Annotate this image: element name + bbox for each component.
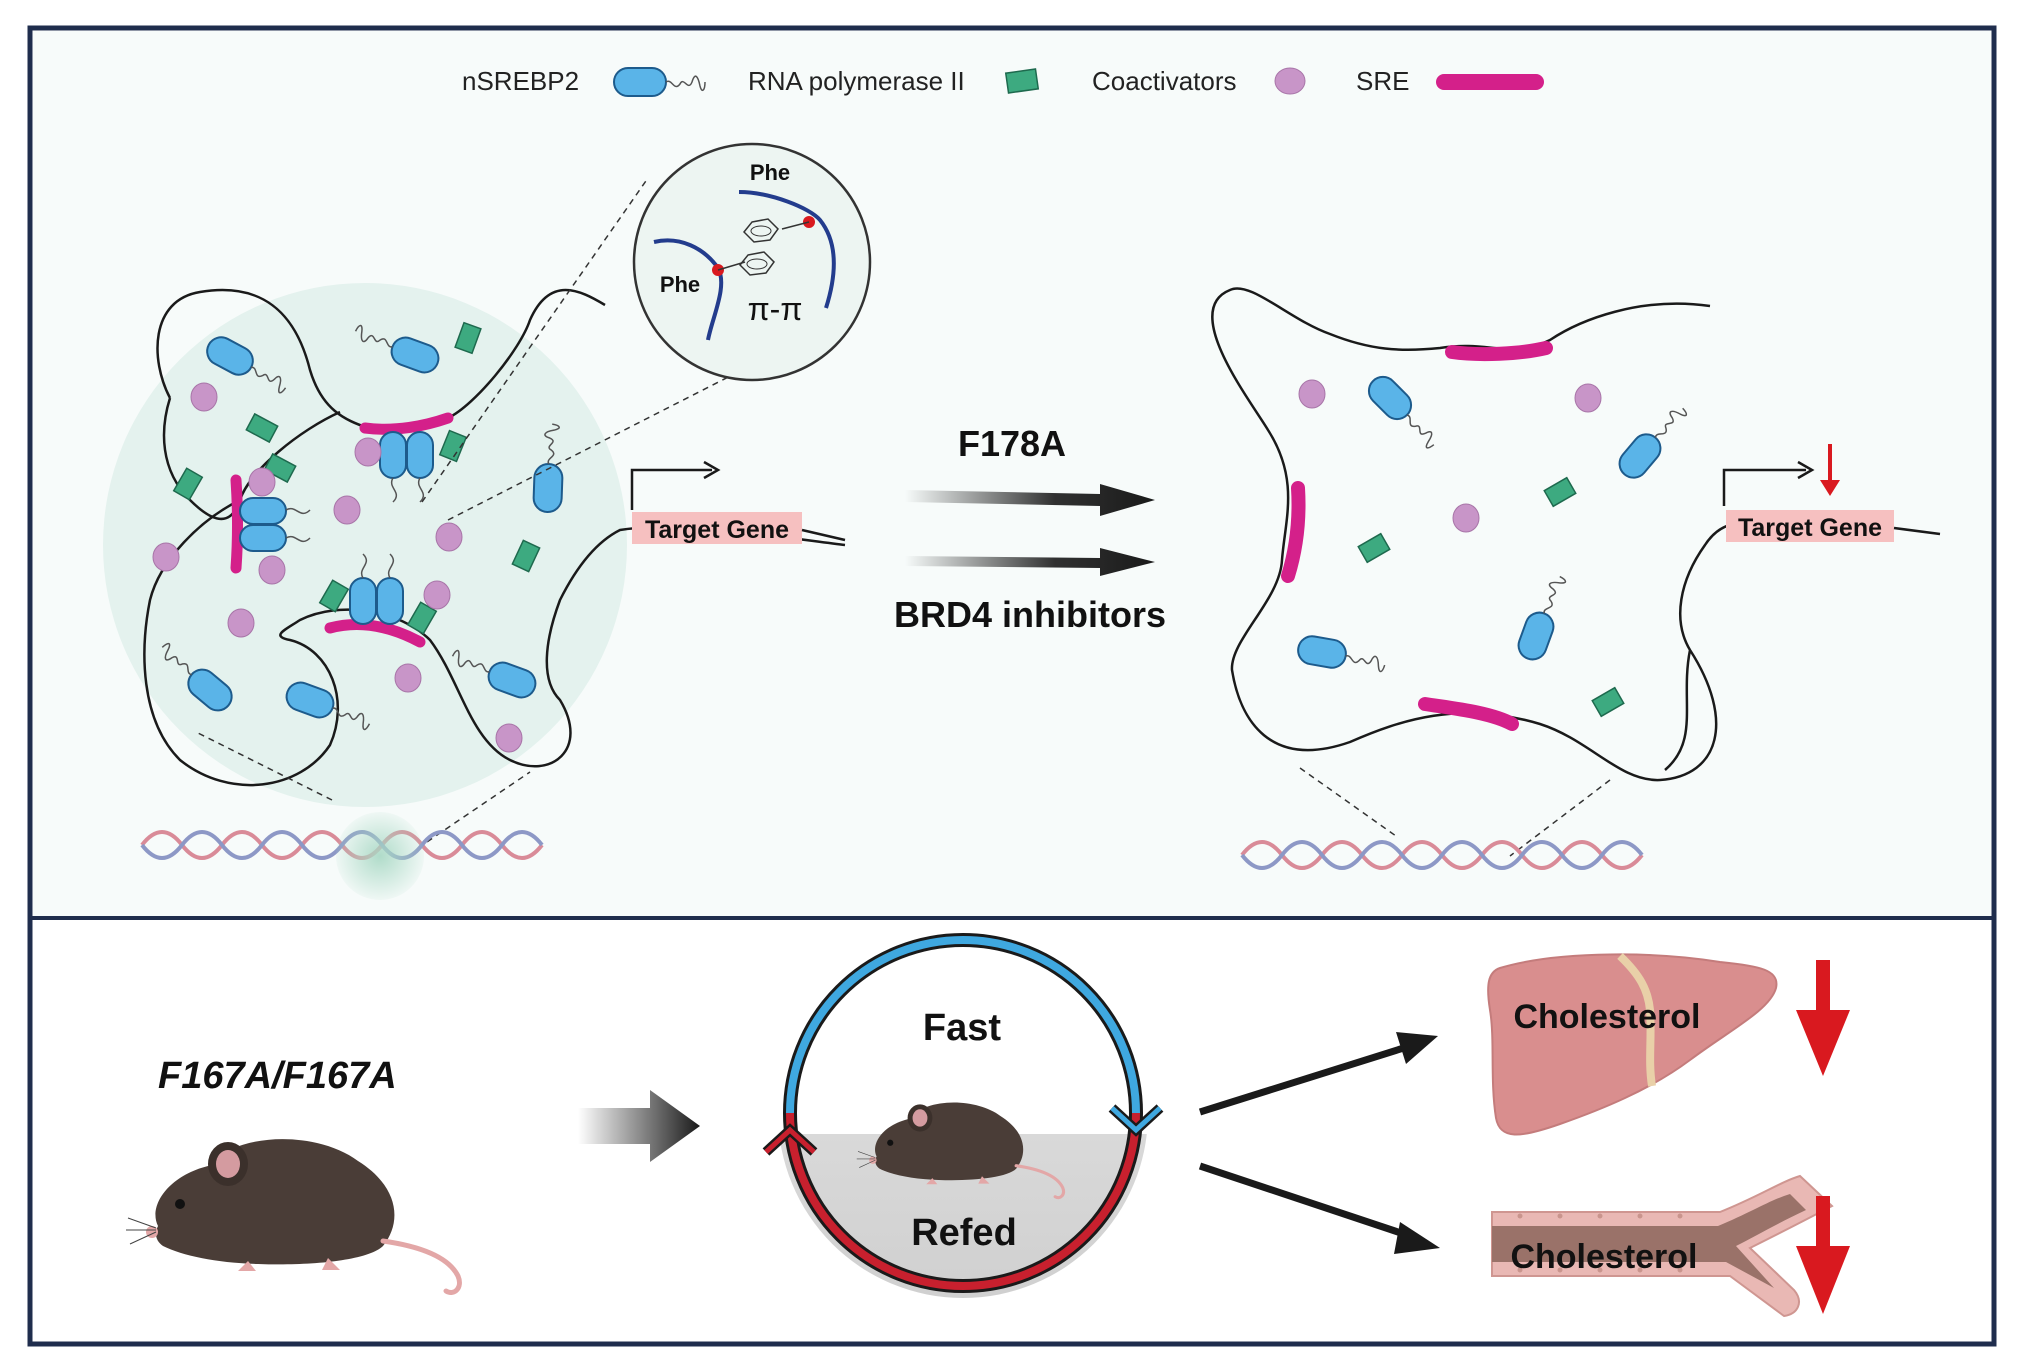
legend-coactivator-icon — [1274, 67, 1306, 95]
target-gene-left: Target Gene — [645, 516, 789, 544]
inset-phe-left: Phe — [660, 272, 700, 297]
coactivator — [1298, 379, 1326, 409]
liver-cholesterol-label: Cholesterol — [1513, 998, 1700, 1036]
down-arrow-liver — [1796, 960, 1850, 1076]
binding-site-highlight — [336, 812, 424, 900]
inset-phe-top: Phe — [750, 160, 790, 185]
bottom-panel: F167A/F167A Fast Refed — [126, 933, 1850, 1318]
coactivator — [394, 663, 422, 693]
tss-arrowhead-left — [703, 460, 721, 480]
coactivator — [227, 608, 255, 638]
tss-arrow-left — [630, 468, 712, 510]
chromatin-loop-right — [1211, 287, 1821, 782]
fast-refed-cycle: Fast Refed — [762, 933, 1164, 1298]
coactivator — [354, 437, 382, 467]
sre-right-side — [1281, 481, 1306, 583]
treatment-arrow-2 — [905, 548, 1155, 576]
zoom-line — [417, 771, 531, 849]
target-gene-left-box — [632, 512, 802, 544]
figure-border — [27, 25, 1997, 1347]
gene-line-left — [801, 528, 846, 542]
chromatin-right: Target Gene — [1211, 287, 1941, 870]
down-arrow-vessel — [1796, 1196, 1850, 1314]
dna-helix-right — [1240, 840, 1644, 870]
coactivator — [435, 522, 463, 552]
legend-label-coactivators: Coactivators — [1092, 66, 1237, 96]
coactivator — [495, 723, 523, 753]
nsrebp2-cluster-bottom — [349, 553, 404, 625]
genotype-label: F167A/F167A — [158, 1055, 397, 1097]
sre-right-top — [1445, 341, 1553, 362]
sre-right-bottom — [1418, 697, 1519, 731]
coactivator — [152, 542, 180, 572]
down-arrow-small — [1820, 444, 1840, 496]
legend-label-sre: SRE — [1356, 66, 1409, 96]
coactivator — [333, 495, 361, 525]
flow-arrow-to-cycle — [578, 1090, 700, 1162]
zoom-line — [1509, 779, 1611, 857]
sre-left-top — [359, 412, 454, 435]
treatment-brd4: BRD4 inhibitors — [894, 594, 1166, 635]
zoom-line — [1299, 767, 1397, 837]
coactivator — [190, 382, 218, 412]
treatment-arrow-1 — [905, 484, 1155, 516]
legend-label-nsrebp2: nSREBP2 — [462, 66, 579, 96]
pi-stacking-inset: Phe Phe π-π — [632, 142, 872, 382]
coactivator — [258, 555, 286, 585]
legend-label-rna-pol: RNA polymerase II — [748, 66, 965, 96]
condensate-left: Target Gene — [103, 283, 846, 900]
treatment-arrows: F178A BRD4 inhibitors — [894, 423, 1166, 635]
legend-nsrebp2-icon — [613, 67, 706, 97]
liver-icon — [1487, 953, 1778, 1136]
mouse-mutant — [126, 1139, 459, 1292]
coactivator — [1452, 503, 1480, 533]
vessel-cholesterol-label: Cholesterol — [1510, 1238, 1697, 1276]
target-gene-right: Target Gene — [1738, 514, 1882, 542]
inset-pi-pi: π-π — [748, 291, 803, 327]
cycle-label-fast: Fast — [923, 1007, 1001, 1049]
gene-line-right — [1893, 526, 1941, 536]
tss-arrowhead-right — [1797, 460, 1815, 480]
legend: nSREBP2 RNA polymerase II Coactivators S… — [462, 66, 1544, 97]
output-arrow-vessel — [1198, 1162, 1440, 1254]
coactivator — [248, 467, 276, 497]
cycle-label-refed: Refed — [911, 1212, 1017, 1254]
tss-arrow-right — [1722, 468, 1806, 506]
treatment-f178a: F178A — [958, 423, 1066, 464]
coactivator — [423, 580, 451, 610]
target-gene-right-box — [1726, 510, 1894, 542]
coactivator — [1574, 383, 1602, 413]
output-arrow-liver — [1198, 1032, 1438, 1116]
legend-rna-pol-icon — [1004, 68, 1040, 94]
nsrebp2-cluster-side — [239, 497, 311, 552]
zoom-line — [195, 731, 333, 801]
sre-left-bottom — [324, 618, 426, 648]
sre-left-side — [230, 474, 243, 574]
vessel-icon — [1491, 1174, 1834, 1318]
